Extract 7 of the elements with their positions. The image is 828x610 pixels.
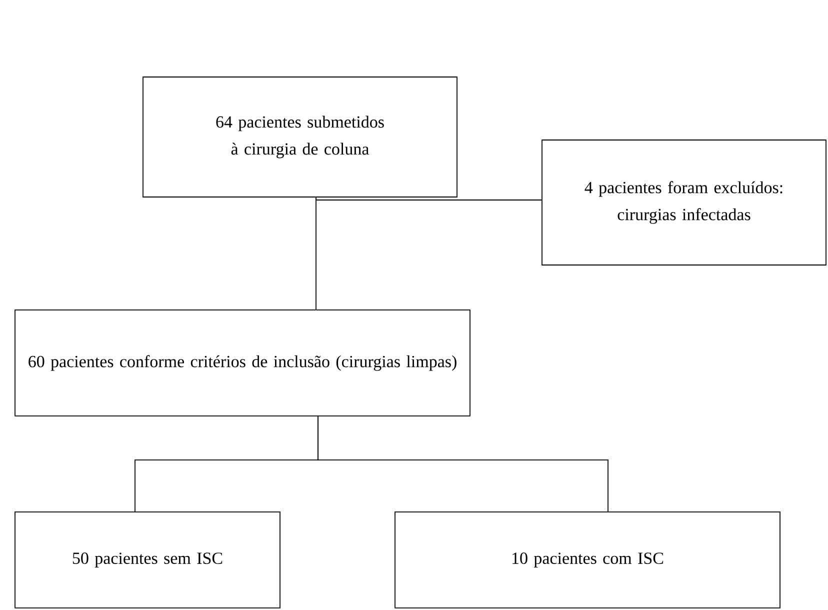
connector-line <box>318 416 608 512</box>
flow-box: 60 pacientes conforme critérios de inclusão (cirurgias limpas) <box>14 310 470 416</box>
connector-line <box>316 197 542 200</box>
flow-box: 10 pacientes com ISC <box>394 512 780 608</box>
flow-box: 4 pacientes foram excluídos: cirurgias infectadas <box>542 140 826 266</box>
flow-box: 64 pacientes submetidos à cirurgia de coluna <box>142 76 458 198</box>
flow-box: 50 pacientes sem ISC <box>14 512 280 608</box>
